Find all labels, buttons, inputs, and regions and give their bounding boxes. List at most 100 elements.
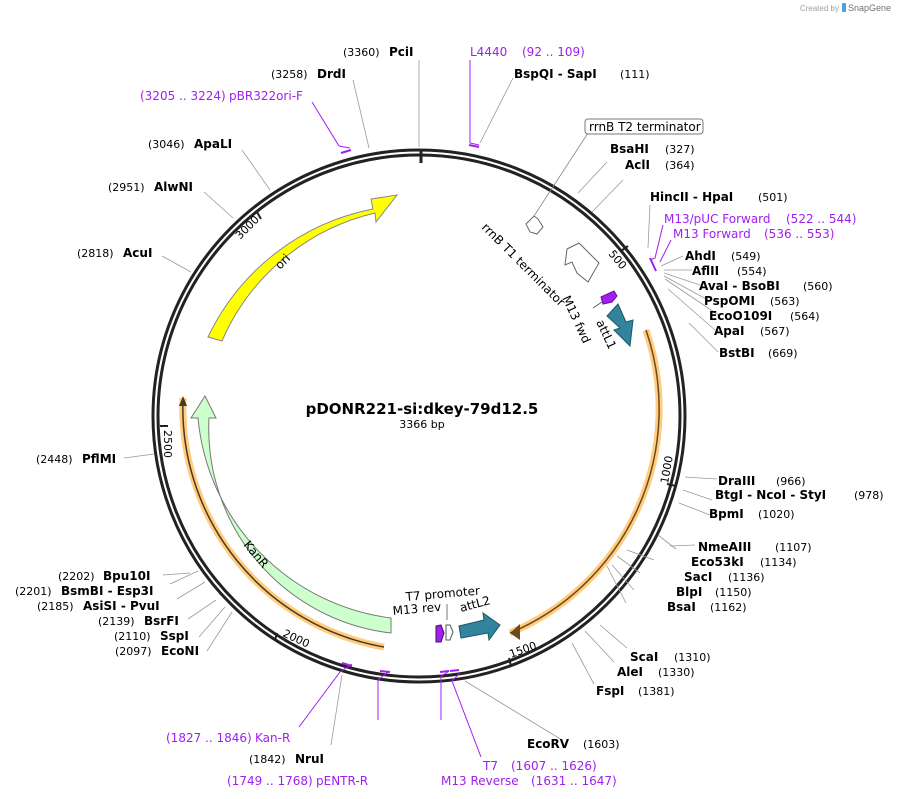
enzyme-hincii-hpai[interactable]: HincII - HpaI (501) <box>650 190 788 204</box>
enzyme-avai-bsobi[interactable]: AvaI - BsoBI(560) <box>699 279 833 293</box>
svg-text:(1330): (1330) <box>658 666 695 679</box>
enzyme-ahdi[interactable]: AhdI(549) <box>685 249 761 263</box>
svg-text:(364): (364) <box>665 159 695 172</box>
enzyme-bspqi-sapi[interactable]: BspQI - SapI (111) <box>514 67 650 81</box>
enzyme-pcii[interactable]: (3360)PciI <box>343 45 414 59</box>
plasmid-name: pDONR221-si:dkey-79d12.5 <box>306 400 539 418</box>
enzyme-eco53ki[interactable]: Eco53kI(1134) <box>691 555 797 569</box>
svg-text:AhdI: AhdI <box>685 249 716 263</box>
svg-text:M13 Forward: M13 Forward <box>673 227 751 241</box>
enzyme-bsrfi[interactable]: (2139)BsrFI <box>98 614 179 628</box>
svg-text:(2097): (2097) <box>115 645 152 658</box>
enzyme-apai[interactable]: ApaI(567) <box>714 324 790 338</box>
feature-t7-promoter[interactable]: T7 promoter <box>404 584 481 641</box>
svg-text:AclI: AclI <box>625 158 650 172</box>
enzyme-bstbi[interactable]: BstBI (669) <box>719 346 798 360</box>
svg-text:(1607 .. 1626): (1607 .. 1626) <box>511 759 597 773</box>
primer-l4440[interactable]: L4440(92 .. 109) <box>470 45 585 59</box>
enzyme-saci[interactable]: SacI(1136) <box>684 570 765 584</box>
feature-ori[interactable]: ori <box>207 194 399 342</box>
enzyme-nmeaiii[interactable]: NmeAIII(1107) <box>698 540 812 554</box>
enzyme-econi[interactable]: (2097) EcoNI <box>115 644 199 658</box>
enzyme-scai[interactable]: ScaI(1310) <box>630 650 711 664</box>
svg-text:BstBI: BstBI <box>719 346 755 360</box>
credit-brand: SnapGene <box>847 3 891 13</box>
svg-text:BtgI - NcoI - StyI: BtgI - NcoI - StyI <box>715 488 826 502</box>
svg-text:HincII - HpaI: HincII - HpaI <box>650 190 733 204</box>
svg-text:(111): (111) <box>620 68 650 81</box>
svg-text:1000: 1000 <box>658 455 676 485</box>
primer-pentr-r[interactable]: (1749 .. 1768)pENTR-R <box>227 774 368 788</box>
primer-m13-forward[interactable]: M13 Forward(536 .. 553) <box>673 227 834 241</box>
svg-text:EcoRV: EcoRV <box>527 737 570 751</box>
svg-text:(1310): (1310) <box>674 651 711 664</box>
snapgene-credit: Created by SnapGene <box>800 3 891 13</box>
enzyme-acui[interactable]: (2818)AcuI <box>77 246 152 260</box>
svg-text:(966): (966) <box>776 475 806 488</box>
enzyme-draiii[interactable]: DraIII(966) <box>718 474 806 488</box>
primer-binding-marks <box>340 144 657 673</box>
svg-text:(501): (501) <box>758 191 788 204</box>
svg-text:(1603): (1603) <box>583 738 620 751</box>
feature-rrnb-t2[interactable]: rrnB T2 terminator <box>525 118 704 235</box>
svg-text:T7 promoter: T7 promoter <box>404 584 480 605</box>
enzyme-bpu10i[interactable]: (2202)Bpu10I <box>58 569 150 583</box>
svg-text:(978): (978) <box>854 489 884 502</box>
primer-t7[interactable]: T7 (1607 .. 1626) <box>482 759 597 773</box>
svg-text:NruI: NruI <box>295 752 324 766</box>
svg-text:(1631 .. 1647): (1631 .. 1647) <box>531 774 617 788</box>
svg-text:(1827 .. 1846): (1827 .. 1846) <box>166 731 252 745</box>
primer-m13-reverse[interactable]: M13 Reverse(1631 .. 1647) <box>441 774 617 788</box>
enzyme-bsahi[interactable]: BsaHI(327) <box>610 142 695 156</box>
svg-text:DrdI: DrdI <box>317 67 346 81</box>
svg-text:(2110): (2110) <box>114 630 151 643</box>
enzyme-sspi[interactable]: (2110)SspI <box>114 629 189 643</box>
svg-text:BpmI: BpmI <box>709 507 744 521</box>
svg-text:(2185): (2185) <box>37 600 74 613</box>
svg-text:(669): (669) <box>768 347 798 360</box>
svg-text:(567): (567) <box>760 325 790 338</box>
enzyme-pflmi[interactable]: (2448)PflMI <box>36 452 116 466</box>
feature-m13-rev[interactable]: M13 rev <box>392 600 445 643</box>
enzyme-nrui[interactable]: (1842)NruI <box>249 752 324 766</box>
primer-m13-puc-forward[interactable]: M13/pUC Forward(522 .. 544) <box>664 212 856 226</box>
svg-text:BspQI - SapI: BspQI - SapI <box>514 67 597 81</box>
snapgene-logo-icon <box>841 3 846 12</box>
feature-rrnb-t1[interactable]: rrnB T1 terminator <box>479 220 600 309</box>
enzyme-bsmbi-esp3i[interactable]: (2201)BsmBI - Esp3I <box>15 584 153 598</box>
enzyme-eco0109i[interactable]: EcoO109I(564) <box>709 309 820 323</box>
feature-kanr[interactable]: KanR <box>190 394 392 634</box>
svg-text:(327): (327) <box>665 143 695 156</box>
svg-text:(564): (564) <box>790 310 820 323</box>
enzyme-alwni[interactable]: (2951)AlwNI <box>108 180 193 194</box>
enzyme-acli[interactable]: AclI (364) <box>625 158 695 172</box>
credit-prefix: Created by <box>799 4 839 13</box>
tick-1000: 1000 <box>658 455 677 487</box>
enzyme-pspomi[interactable]: PspOMI (563) <box>704 294 800 308</box>
primer-pbr322ori-f[interactable]: (3205 .. 3224)pBR322ori-F <box>140 89 303 103</box>
feature-attl1[interactable]: attL1 <box>593 303 634 351</box>
enzyme-bpmi[interactable]: BpmI(1020) <box>709 507 795 521</box>
svg-text:EcoNI: EcoNI <box>161 644 199 658</box>
enzyme-ecorv[interactable]: EcoRV (1603) <box>527 737 620 751</box>
enzyme-apali[interactable]: (3046)ApaLI <box>148 137 232 151</box>
enzyme-blpi[interactable]: BlpI(1150) <box>676 585 752 599</box>
svg-text:(92 .. 109): (92 .. 109) <box>522 45 585 59</box>
svg-text:PspOMI: PspOMI <box>704 294 755 308</box>
enzyme-asisi-pvui[interactable]: (2185)AsiSI - PvuI <box>37 599 160 613</box>
svg-text:(1134): (1134) <box>760 556 797 569</box>
svg-text:T7: T7 <box>482 759 498 773</box>
enzyme-bsai[interactable]: BsaI(1162) <box>667 600 747 614</box>
svg-text:BsmBI - Esp3I: BsmBI - Esp3I <box>61 584 153 598</box>
svg-text:(563): (563) <box>770 295 800 308</box>
svg-text:AleI: AleI <box>617 665 643 679</box>
primer-kan-r[interactable]: (1827 .. 1846)Kan-R <box>166 731 290 745</box>
svg-text:AcuI: AcuI <box>123 246 152 260</box>
enzyme-drdi[interactable]: (3258)DrdI <box>271 67 346 81</box>
enzyme-alei[interactable]: AleI (1330) <box>617 665 695 679</box>
feature-attl2[interactable]: attL2 <box>458 593 501 642</box>
enzyme-aflii[interactable]: AflII(554) <box>692 264 767 278</box>
enzyme-btgi-ncoi-styi[interactable]: BtgI - NcoI - StyI (978) <box>715 488 884 502</box>
enzyme-fspi[interactable]: FspI(1381) <box>596 684 675 698</box>
